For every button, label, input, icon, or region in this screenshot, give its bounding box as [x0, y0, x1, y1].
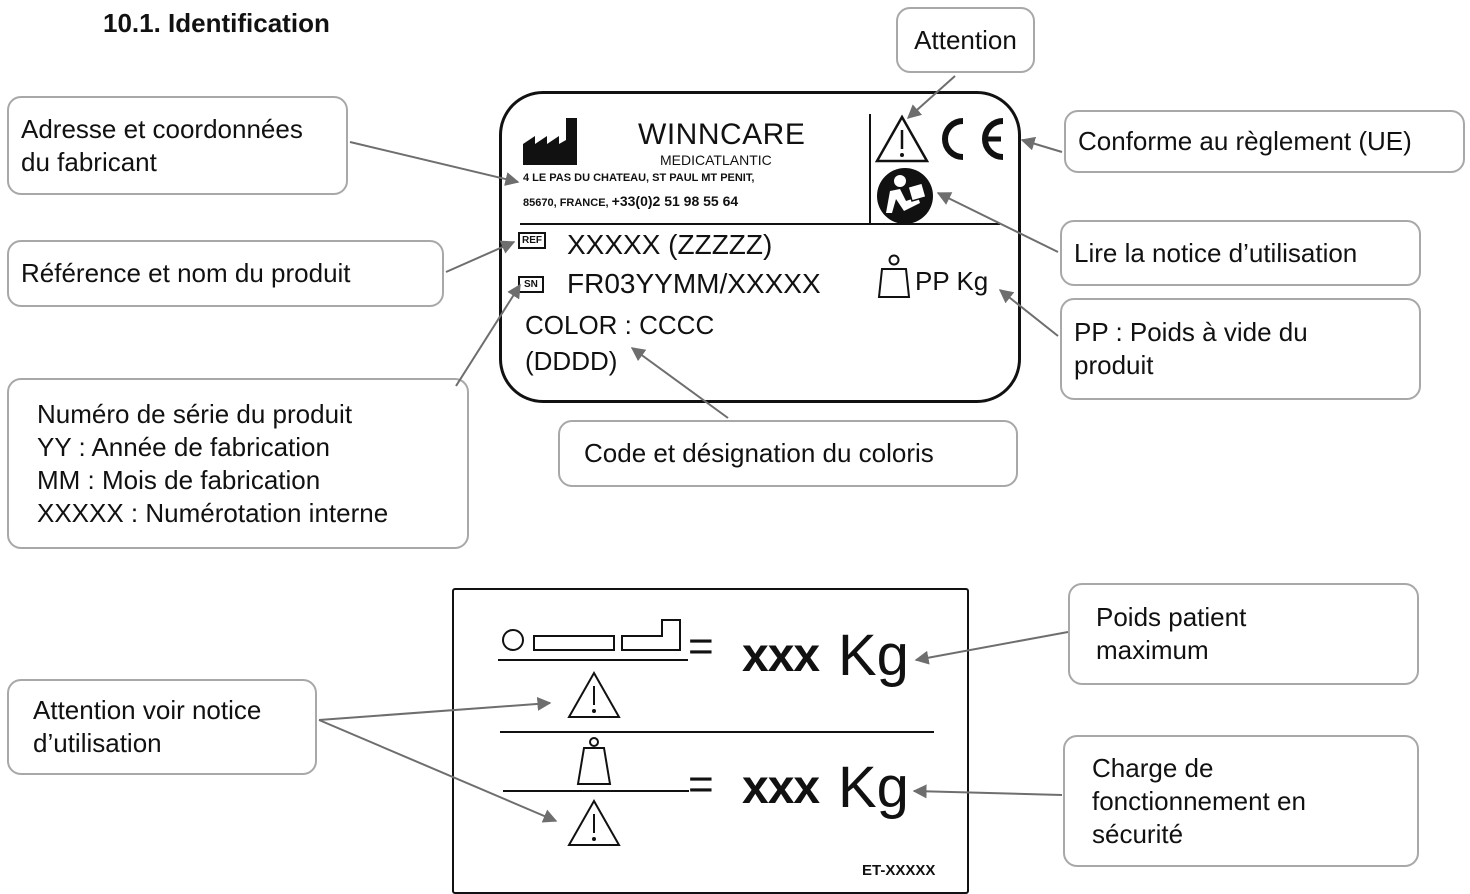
arrow-manufacturer — [349, 141, 520, 186]
callout-text: Charge de — [1092, 752, 1214, 783]
label-divider-horizontal — [520, 223, 1000, 225]
read-manual-icon — [877, 168, 933, 224]
arrow-ce — [1020, 136, 1063, 153]
empty-weight-value: PP Kg — [915, 266, 989, 296]
warning-triangle-icon — [875, 114, 929, 163]
callout-text: fonctionnement en — [1092, 785, 1306, 816]
callout-warning-notice: Attention voir notice d’utilisation — [7, 679, 317, 775]
callout-text: PP : Poids à vide du — [1074, 317, 1308, 347]
color-designation: (DDDD) — [525, 346, 618, 376]
callout-text: Référence et nom du produit — [21, 258, 351, 288]
max-patient-weight-value: xxx — [742, 629, 820, 682]
weight-icon — [877, 254, 911, 298]
ref-value: XXXXX (ZZZZZ) — [567, 229, 773, 260]
safe-load-unit: Kg — [838, 755, 909, 820]
label-code: ET-XXXXX — [862, 862, 936, 879]
label-divider-vertical — [869, 114, 871, 224]
callout-text: Conforme au règlement (UE) — [1078, 126, 1412, 156]
callout-attention: Attention — [896, 7, 1035, 73]
callout-serial: Numéro de série du produit YY : Année de… — [7, 378, 469, 549]
label-divider — [500, 731, 934, 733]
section-title: 10.1. Identification — [103, 8, 330, 38]
callout-text: d’utilisation — [33, 728, 162, 758]
callout-text: YY : Année de fabrication — [37, 431, 330, 462]
callout-text: Poids patient — [1096, 602, 1247, 632]
patient-bed-icon — [498, 619, 688, 661]
callout-patient-weight: Poids patient maximum — [1068, 583, 1419, 685]
factory-icon — [523, 118, 577, 165]
sn-symbol: SN — [518, 276, 544, 293]
callout-text: maximum — [1096, 635, 1209, 665]
warning-triangle-icon — [567, 670, 621, 718]
weight-icon — [576, 737, 612, 785]
fraction-line — [503, 790, 689, 792]
callout-text: XXXXX : Numérotation interne — [37, 497, 389, 528]
address-city: 85670, FRANCE, — [523, 197, 609, 209]
callout-text: Numéro de série du produit — [37, 398, 353, 429]
callout-ce: Conforme au règlement (UE) — [1064, 110, 1465, 173]
safe-load-value: xxx — [742, 761, 820, 814]
equals-sign-1: = — [688, 622, 714, 671]
callout-text: Adresse et coordonnées — [21, 113, 303, 144]
callout-text: Code et désignation du coloris — [584, 438, 934, 468]
ref-symbol: REF — [518, 232, 546, 249]
callout-reference: Référence et nom du produit — [7, 240, 444, 307]
brand-name: WINNCARE — [638, 118, 806, 151]
ce-mark-icon — [942, 118, 1004, 160]
color-code: COLOR : CCCC — [525, 310, 715, 340]
callout-notice: Lire la notice d’utilisation — [1060, 220, 1421, 286]
warning-triangle-icon — [567, 798, 621, 846]
callout-text: sécurité — [1092, 818, 1184, 849]
phone-number: +33(0)2 51 98 55 64 — [611, 193, 739, 209]
callout-text: produit — [1074, 350, 1154, 380]
callout-text: MM : Mois de fabrication — [37, 464, 321, 495]
sub-brand: MEDICATLANTIC — [660, 152, 772, 168]
equals-sign-2: = — [688, 760, 714, 809]
callout-color: Code et désignation du coloris — [558, 420, 1018, 487]
callout-weight: PP : Poids à vide du produit — [1060, 298, 1421, 400]
sn-value: FR03YYMM/XXXXX — [567, 268, 821, 299]
callout-text: du fabricant — [21, 146, 157, 177]
address-line-2: 85670, FRANCE, +33(0)2 51 98 55 64 — [523, 193, 738, 209]
address-line-1: 4 LE PAS DU CHATEAU, ST PAUL MT PENIT, — [523, 172, 755, 184]
callout-safe-load: Charge de fonctionnement en sécurité — [1063, 735, 1419, 867]
callout-text: Lire la notice d’utilisation — [1074, 237, 1358, 268]
callout-manufacturer: Adresse et coordonnées du fabricant — [7, 96, 348, 195]
max-patient-weight-unit: Kg — [838, 623, 909, 688]
callout-text: Attention — [914, 24, 1017, 55]
callout-text: Attention voir notice — [33, 695, 262, 725]
